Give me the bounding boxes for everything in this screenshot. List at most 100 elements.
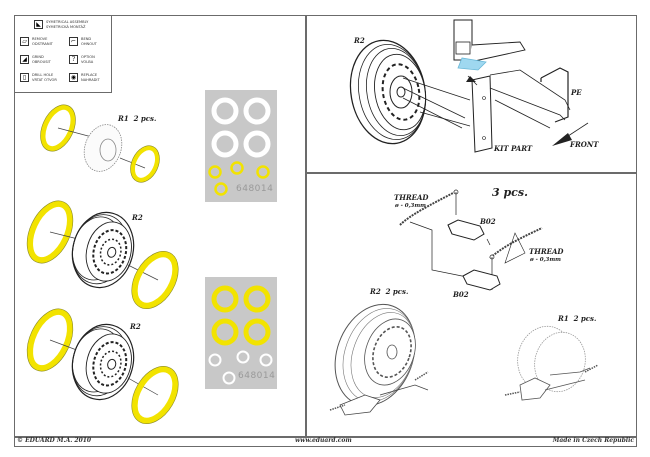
replace-icon: ◉ <box>69 73 78 82</box>
white-mask-ring <box>236 350 250 364</box>
white-mask-ring <box>259 353 273 367</box>
quantity: 2 pcs. <box>385 287 409 296</box>
r2-wheel-group-a <box>26 200 179 309</box>
quantity: 2 pcs. <box>133 114 157 123</box>
legend-text: Vrtat otvor <box>32 77 57 82</box>
yellow-mask-ring-outline <box>26 200 74 264</box>
r1-label: R1 2 pcs. <box>118 114 156 123</box>
r1-wheel-group <box>40 104 160 183</box>
legend-text: Nahradit <box>81 77 100 82</box>
legend-item-option: ? OptionVolba <box>69 55 95 64</box>
legend-text: Replace <box>81 73 98 78</box>
r1-chock-label: R1 2 pcs. <box>558 314 596 323</box>
wheel-chock-assembly <box>399 189 543 291</box>
grind-icon: ◢ <box>20 55 29 64</box>
main-gear-assembly <box>349 19 589 153</box>
mask-sheet-b-code: 648014 <box>238 371 276 381</box>
pe-label: PE <box>571 88 582 97</box>
white-mask-ring <box>208 353 222 367</box>
kit-part-bracket <box>471 75 493 153</box>
footer-website: www.eduard.com <box>295 437 352 444</box>
legend-text: Obrousit <box>32 59 51 64</box>
footer-copyright: © EDUARD M.A. 2010 <box>17 437 92 444</box>
yellow-mask-ring <box>27 200 73 264</box>
drill-hole-icon: ▯ <box>20 73 29 82</box>
b02-label-b: B02 <box>453 290 469 299</box>
yellow-mask-ring <box>130 145 160 183</box>
mask-sheet-b-rings <box>208 285 273 385</box>
horizontal-divider <box>305 172 637 174</box>
footer-divider <box>14 436 637 438</box>
mask-sheet-a <box>205 90 277 202</box>
mask-sheet-a-rings <box>208 97 271 196</box>
yellow-mask-ring-outline <box>131 251 179 309</box>
pe-part <box>540 67 569 123</box>
legend-text: Ohnout <box>81 41 97 46</box>
yellow-mask-ring <box>27 308 73 372</box>
white-mask-ring <box>243 130 271 158</box>
remove-icon: ▱ <box>20 37 29 46</box>
yellow-mask-ring <box>214 182 228 196</box>
thread-b <box>489 227 543 259</box>
kit-part-label: KIT PART <box>494 144 533 153</box>
r2-wheel-group-b <box>26 308 179 424</box>
legend-item-drill: ▯ Drill holeVrtat otvor <box>20 73 57 82</box>
chock-b02-a <box>447 219 485 241</box>
white-mask-ring <box>222 371 236 385</box>
footer-origin: Made in Czech Republic <box>552 437 634 444</box>
yellow-mask-ring <box>243 285 271 313</box>
yellow-mask-ring <box>230 161 244 175</box>
yellow-mask-ring <box>40 104 76 152</box>
legend-text: Symetrická montáž <box>46 24 86 29</box>
yellow-mask-ring <box>208 165 222 179</box>
front-arrow-icon <box>552 133 572 146</box>
yellow-mask-ring <box>131 366 179 424</box>
legend-text: Odstranit <box>32 41 53 46</box>
vertical-divider <box>305 15 307 436</box>
leader-line <box>409 221 468 278</box>
front-label: FRONT <box>570 140 599 149</box>
legend-text: Bend <box>81 37 92 42</box>
yellow-mask-ring <box>211 285 239 313</box>
assembly-arrow <box>57 127 93 138</box>
part-number: R2 <box>370 287 381 296</box>
white-mask-ring <box>243 97 271 125</box>
legend-item-replace: ◉ ReplaceNahradit <box>69 73 100 82</box>
legend-text: Volba <box>81 59 94 64</box>
legend-item-remove: ▱ RemoveOdstranit <box>20 37 53 46</box>
page-frame <box>14 15 637 447</box>
legend-item-grind: ◢ GrindObrousit <box>20 55 51 64</box>
r2-label-a: R2 <box>132 213 143 222</box>
b02-label-a: B02 <box>480 217 496 226</box>
r1-hub <box>99 138 117 162</box>
option-icon: ? <box>69 55 78 64</box>
chock-b02-b <box>462 269 501 291</box>
white-mask-ring <box>211 97 239 125</box>
quantity: 2 pcs. <box>573 314 597 323</box>
legend-text: Option <box>81 55 95 60</box>
thread-b-size: ø - 0,3mm <box>530 257 561 263</box>
yellow-mask-ring <box>243 318 271 346</box>
yellow-mask-ring <box>131 251 179 309</box>
r2-wheel <box>63 204 143 296</box>
part-number: R1 <box>118 114 129 123</box>
legend-text: Remove <box>32 37 48 42</box>
legend-text: Grind <box>32 55 44 60</box>
white-mask-ring <box>211 130 239 158</box>
thread-a <box>399 191 456 226</box>
symmetrical-assembly-icon: ◣ <box>34 20 43 29</box>
legend-item-bend: ⌐ BendOhnout <box>69 37 97 46</box>
symbol-legend: ◣ Symetrical assemblySymetrická montáž ▱… <box>14 15 112 93</box>
quantity-label: 3 pcs. <box>492 186 528 199</box>
bend-icon: ⌐ <box>69 37 78 46</box>
legend-text: Drill hole <box>32 73 54 78</box>
yellow-mask-ring-outline <box>131 366 179 424</box>
yellow-mask-ring-outline <box>26 308 74 372</box>
yellow-mask-ring-outline <box>130 145 160 183</box>
legend-item-symmetrical: ◣ Symetrical assemblySymetrická montáž <box>34 20 88 29</box>
yellow-mask-ring <box>256 165 270 179</box>
thread-b-label: THREAD <box>529 247 564 256</box>
thread-a-label: THREAD <box>394 193 429 202</box>
part-number: R1 <box>558 314 569 323</box>
thread-a-size: ø - 0,3mm <box>395 203 426 209</box>
